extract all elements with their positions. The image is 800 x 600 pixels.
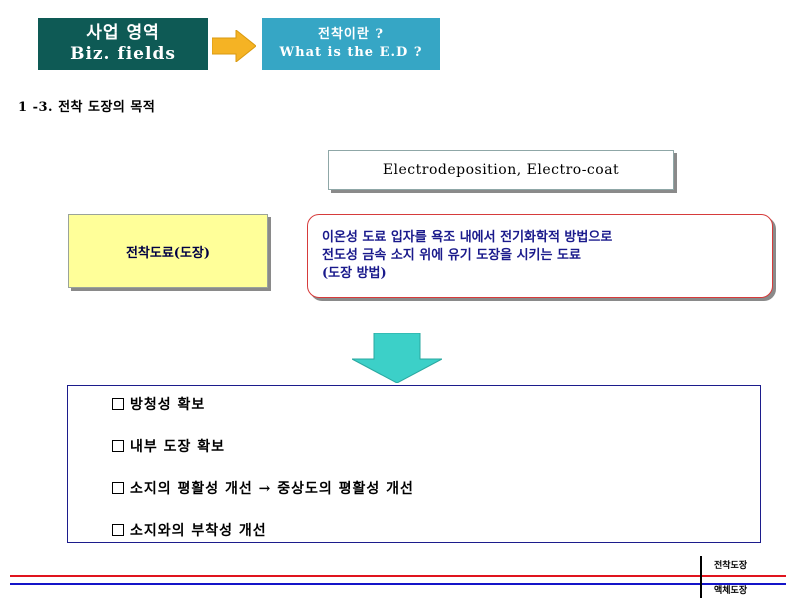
list-item: 방청성 확보 bbox=[112, 394, 205, 414]
biz-fields-button[interactable]: 사업 영역 Biz. fields bbox=[38, 18, 208, 70]
checkbox-icon bbox=[112, 524, 124, 536]
checkbox-icon bbox=[112, 482, 124, 494]
what-is-ed-label-en: What is the E.D ? bbox=[279, 45, 423, 60]
arrow-right-icon bbox=[212, 30, 256, 62]
list-item-label: 소지와의 부착성 개선 bbox=[130, 523, 267, 539]
checkbox-icon bbox=[112, 398, 124, 410]
footer-red-line bbox=[10, 575, 786, 577]
footer-label-liquid: 액체도장 bbox=[714, 586, 748, 596]
definition-line-1: 이온성 도료 입자를 욕조 내에서 전기화학적 방법으로 bbox=[322, 230, 613, 245]
section-title: 1 -3. 전착 도장의 목적 bbox=[18, 100, 156, 115]
definition-line-2: 전도성 금속 소지 위에 유기 도장을 시키는 도료 bbox=[322, 248, 581, 263]
footer-label-ed: 전착도장 bbox=[714, 561, 748, 571]
biz-fields-label-ko: 사업 영역 bbox=[86, 23, 160, 43]
list-item: 내부 도장 확보 bbox=[112, 436, 225, 456]
ed-term-box: Electrodeposition, Electro-coat bbox=[328, 150, 674, 190]
list-item: 소지와의 부착성 개선 bbox=[112, 520, 267, 540]
definition-line-3: (도장 방법) bbox=[322, 266, 387, 281]
term-label: 전착도료(도장) bbox=[125, 245, 211, 261]
list-item: 소지의 평활성 개선 → 중상도의 평활성 개선 bbox=[112, 478, 414, 498]
what-is-ed-button[interactable]: 전착이란 ? What is the E.D ? bbox=[262, 18, 440, 70]
biz-fields-label-en: Biz. fields bbox=[70, 44, 176, 64]
list-item-label: 방청성 확보 bbox=[130, 397, 206, 413]
term-box: 전착도료(도장) bbox=[68, 214, 268, 288]
list-item-label: 내부 도장 확보 bbox=[130, 439, 226, 455]
definition-box: 이온성 도료 입자를 욕조 내에서 전기화학적 방법으로 전도성 금속 소지 위… bbox=[307, 214, 773, 298]
checkbox-icon bbox=[112, 440, 124, 452]
arrow-down-icon bbox=[352, 333, 442, 383]
ed-term-label: Electrodeposition, Electro-coat bbox=[382, 162, 620, 178]
footer-divider bbox=[700, 556, 702, 598]
what-is-ed-label-ko: 전착이란 ? bbox=[318, 27, 384, 42]
footer-blue-line bbox=[10, 583, 786, 585]
purpose-list: 방청성 확보 내부 도장 확보 소지의 평활성 개선 → 중상도의 평활성 개선… bbox=[67, 385, 761, 543]
list-item-label: 소지의 평활성 개선 → 중상도의 평활성 개선 bbox=[130, 481, 414, 497]
